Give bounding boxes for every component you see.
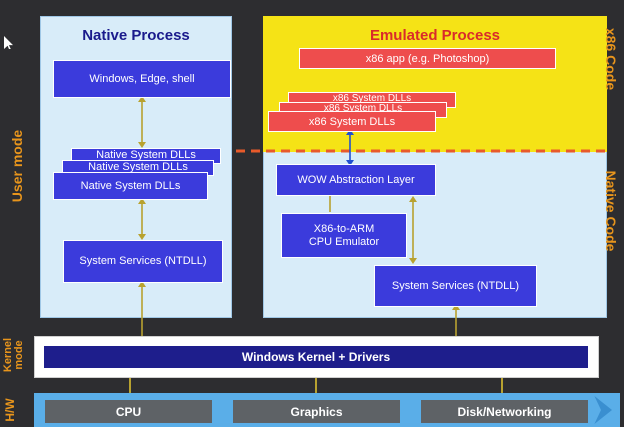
emulated-process-title: Emulated Process: [369, 27, 501, 44]
native-apps-box: Windows, Edge, shell: [53, 60, 231, 98]
x86-dll-box-front: x86 System DLLs: [268, 111, 436, 132]
cpu-emulator-line2: CPU Emulator: [308, 235, 380, 248]
cpu-emulator-box: X86-to-ARM CPU Emulator: [281, 213, 407, 258]
hw-disk-networking: Disk/Networking: [421, 400, 588, 423]
native-process-title: Native Process: [82, 27, 190, 44]
mouse-cursor-icon: [4, 36, 13, 49]
wow-abstraction-layer-box: WOW Abstraction Layer: [276, 164, 436, 196]
hw-label: H/W: [3, 398, 17, 422]
emulated-services-box: System Services (NTDLL): [374, 265, 537, 307]
kernel-bar: Windows Kernel + Drivers: [44, 346, 588, 368]
cpu-emulator-line1: X86-to-ARM: [313, 222, 375, 235]
kernel-mode-label: Kernel mode: [2, 337, 25, 373]
native-dll-box-front: Native System DLLs: [53, 172, 208, 200]
native-services-box: System Services (NTDLL): [63, 240, 223, 283]
x86-app-box: x86 app (e.g. Photoshop): [299, 48, 556, 69]
native-code-label: Native Code: [603, 170, 619, 252]
hw-cpu: CPU: [45, 400, 212, 423]
x86-code-label: x86 Code: [603, 27, 619, 91]
hw-graphics: Graphics: [233, 400, 400, 423]
user-mode-label: User mode: [9, 129, 25, 203]
